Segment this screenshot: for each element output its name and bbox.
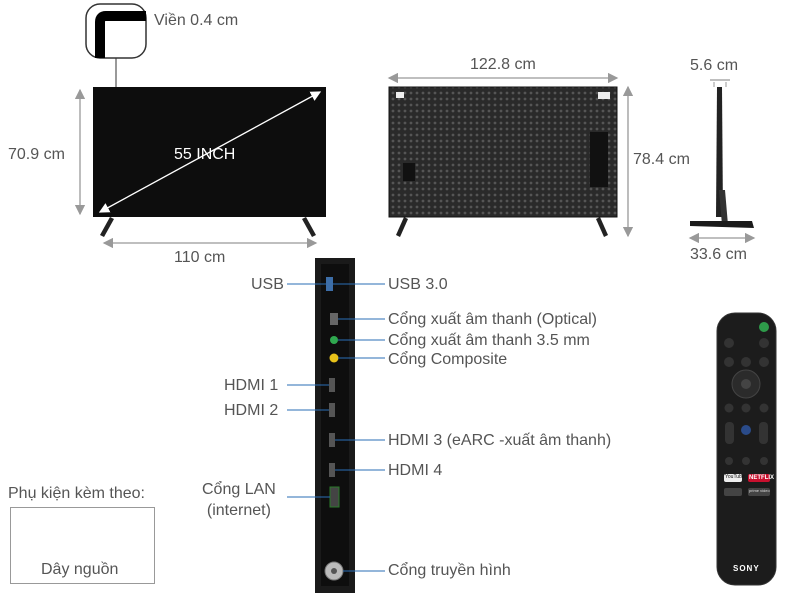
back-port-panel xyxy=(590,132,608,187)
netflix-button-icon xyxy=(748,474,770,482)
port-strip xyxy=(287,258,385,593)
audio-35mm-port xyxy=(330,336,338,344)
back-foot-right xyxy=(596,217,608,237)
optical-label: Cổng xuất âm thanh (Optical) xyxy=(388,311,597,328)
usb3-label: USB 3.0 xyxy=(388,276,448,293)
hdmi4-label: HDMI 4 xyxy=(388,462,443,479)
remote-control xyxy=(716,312,777,586)
lan-label: Cổng LAN (internet) xyxy=(202,481,276,519)
side-view xyxy=(688,79,756,244)
power-button-icon xyxy=(759,322,769,332)
channel-rocker-icon xyxy=(759,422,768,444)
bezel-label: Viền 0.4 cm xyxy=(154,12,239,29)
left-connector-lines xyxy=(287,283,330,498)
back-view xyxy=(387,72,634,238)
tv-back-panel xyxy=(388,86,618,218)
diagonal-label: 55 INCH xyxy=(174,146,236,163)
accessories-title: Phụ kiện kèm theo: xyxy=(8,485,145,502)
composite-port xyxy=(329,353,339,363)
right-connector-lines xyxy=(333,283,385,572)
stand-depth-label: 33.6 cm xyxy=(690,246,747,263)
netflix-label: NETFLIX xyxy=(749,475,774,481)
hdmi1-label: HDMI 1 xyxy=(224,377,279,394)
hdmi1-port xyxy=(329,378,335,392)
back-height-label: 78.4 cm xyxy=(633,151,690,168)
bezel-corner-detail xyxy=(95,11,146,58)
composite-label: Cổng Composite xyxy=(388,351,508,368)
side-panel xyxy=(716,87,723,217)
usb-port xyxy=(326,277,333,291)
lan-port xyxy=(329,486,340,508)
accessory-box xyxy=(10,507,155,584)
back-foot-left xyxy=(396,217,408,237)
hdmi3-label: HDMI 3 (eARC -xuất âm thanh) xyxy=(388,432,612,449)
optical-port xyxy=(330,313,338,325)
front-view xyxy=(74,3,326,249)
back-power-socket xyxy=(403,163,415,181)
accessory-item-label: Dây nguồn xyxy=(41,561,119,578)
side-depth-label: 5.6 cm xyxy=(690,57,739,74)
front-foot-right xyxy=(302,217,316,237)
front-height-label: 70.9 cm xyxy=(8,146,65,163)
antenna-label: Cổng truyền hình xyxy=(388,562,511,579)
front-width-label: 110 cm xyxy=(174,249,226,266)
remote-brand: SONY xyxy=(733,564,760,573)
back-width-label: 122.8 cm xyxy=(470,56,536,73)
hdmi4-port xyxy=(329,463,335,477)
youtube-button-icon xyxy=(724,474,742,482)
hdmi2-label: HDMI 2 xyxy=(224,402,279,419)
prime-label: prime video xyxy=(749,488,770,493)
audio35-label: Cổng xuất âm thanh 3.5 mm xyxy=(388,332,590,349)
hdmi2-port xyxy=(329,403,335,417)
side-stand xyxy=(690,221,754,228)
volume-rocker-icon xyxy=(725,422,734,444)
hdmi3-port xyxy=(329,433,335,447)
youtube-label: YouTube xyxy=(725,474,745,480)
remote-body xyxy=(716,312,777,586)
diagonal-arrow xyxy=(98,91,322,213)
front-foot-left xyxy=(100,217,114,237)
usb-label: USB xyxy=(251,276,284,293)
